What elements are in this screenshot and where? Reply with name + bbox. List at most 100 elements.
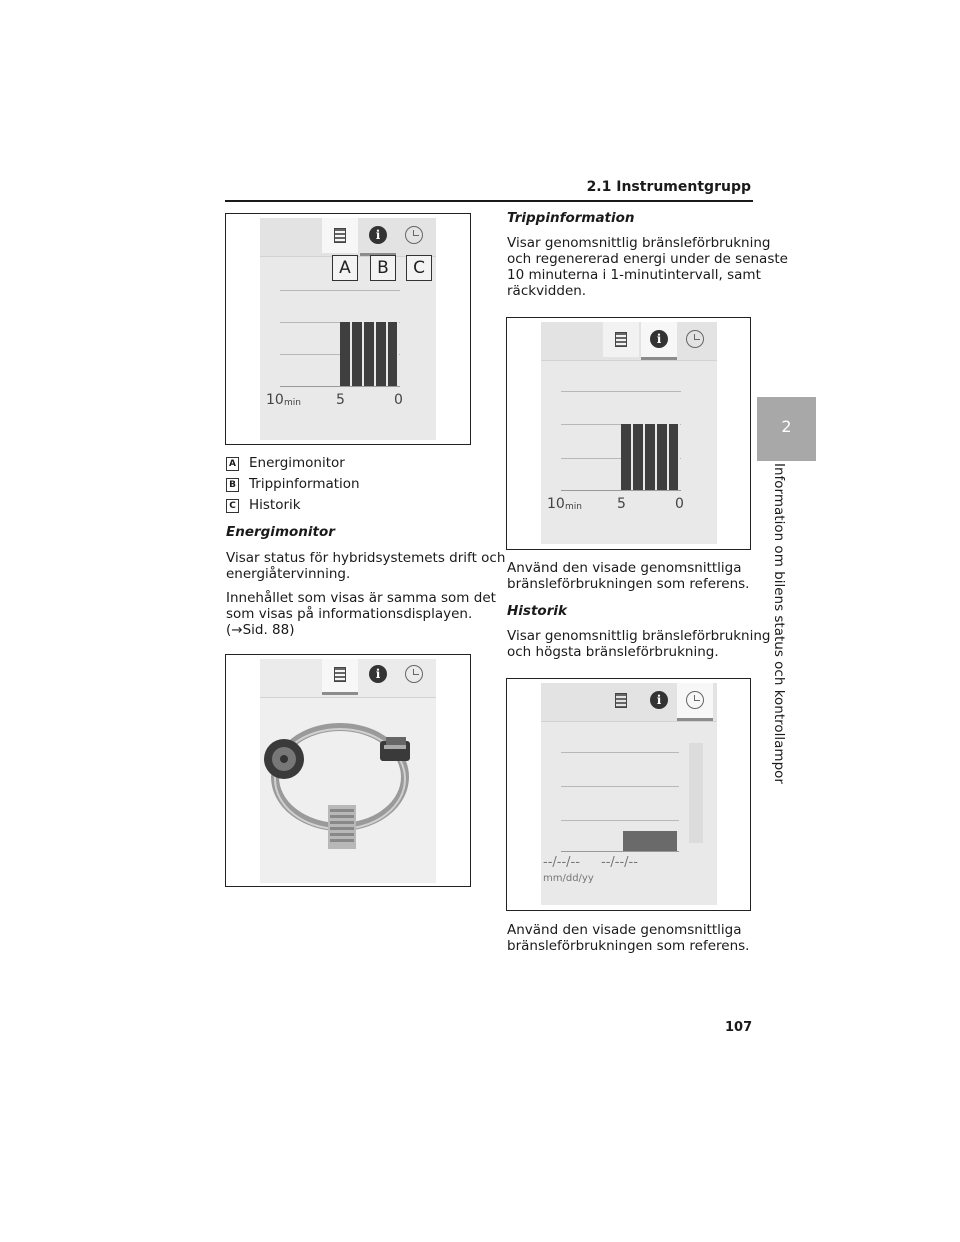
active-tab-indicator	[677, 718, 713, 721]
text-line: och högsta bränsleförbrukning.	[507, 644, 719, 660]
legend-label: Trippinformation	[249, 476, 360, 492]
callout-b: B	[370, 255, 396, 281]
chapter-number: 2	[781, 417, 792, 436]
energimonitor-text-1: Visar status för hybridsystemets drift o…	[226, 550, 505, 582]
info-icon: i	[650, 691, 668, 709]
gridline	[561, 391, 681, 392]
display-toolbar: i	[541, 322, 717, 361]
callout-a: A	[332, 255, 358, 281]
legend-letter: A	[226, 457, 239, 471]
text-line: Innehållet som visas är samma som det	[226, 590, 496, 606]
active-tab-indicator	[322, 692, 358, 695]
text-line: Använd den visade genomsnittliga	[507, 560, 742, 576]
axis-unit: min	[284, 398, 301, 408]
gridline	[561, 752, 679, 753]
clock-icon	[405, 226, 423, 244]
tab-energy-monitor[interactable]	[603, 322, 639, 357]
axis-label-right: 0	[675, 496, 684, 512]
energimonitor-heading: Energimonitor	[226, 524, 335, 540]
tab-energy-monitor[interactable]	[603, 683, 639, 718]
legend-item-a: A Energimonitor	[226, 455, 345, 471]
figure-trip-information: i 10 min 5 0	[506, 317, 751, 550]
text-line: som visas på informationsdisplayen.	[226, 606, 473, 622]
battery-icon	[328, 805, 356, 849]
page-header: 2.1 Instrumentgrupp	[225, 176, 753, 202]
page-reference: (→Sid. 88)	[226, 622, 295, 638]
legend-label: Historik	[249, 497, 301, 513]
energy-monitor-icon	[334, 228, 346, 243]
axis-baseline	[561, 490, 681, 491]
text-line: Visar status för hybridsystemets drift o…	[226, 550, 506, 566]
gridline	[561, 820, 679, 821]
date-label-2: --/--/--	[601, 855, 638, 870]
chart-bar	[340, 322, 352, 386]
callout-c: C	[406, 255, 432, 281]
figure-history: i --/--/-- --/--/-- mm/dd/yy	[506, 678, 751, 911]
tab-history[interactable]	[677, 322, 713, 357]
figure-tabs-overview: i A B C 10 min 5 0	[225, 213, 471, 445]
info-icon: i	[369, 226, 387, 244]
tab-energy-monitor[interactable]	[322, 218, 358, 253]
display-toolbar: i	[260, 218, 436, 257]
legend-label: Energimonitor	[249, 455, 345, 471]
energy-flow-diagram	[264, 723, 410, 849]
tab-trip-info[interactable]: i	[641, 683, 677, 718]
trippinformation-note: Använd den visade genomsnittliga bränsle…	[507, 560, 749, 592]
section-title: 2.1 Instrumentgrupp	[586, 179, 751, 195]
date-format-label: mm/dd/yy	[543, 873, 594, 884]
axis-label-left: 10	[547, 496, 565, 512]
chart-bar	[633, 424, 645, 490]
display-screen: i --/--/-- --/--/-- mm/dd/yy	[541, 683, 717, 905]
text-line: räckvidden.	[507, 283, 587, 299]
active-tab-indicator	[360, 253, 396, 256]
clock-icon	[686, 691, 704, 709]
chart-bar	[376, 322, 388, 386]
legend-item-c: C Historik	[226, 497, 301, 513]
chapter-label-vertical: Information om bilens status och kontrol…	[771, 463, 789, 784]
chart-bar	[657, 424, 669, 490]
text-line: och regenererad energi under de senaste	[507, 251, 788, 267]
trippinformation-heading: Trippinformation	[507, 210, 635, 226]
display-screen: i	[260, 659, 436, 883]
tab-history[interactable]	[396, 659, 432, 694]
tab-trip-info[interactable]: i	[360, 218, 396, 253]
axis-unit: min	[565, 502, 582, 512]
historik-text: Visar genomsnittlig bränsleförbrukning o…	[507, 628, 771, 660]
text-line: Använd den visade genomsnittliga	[507, 922, 742, 938]
text-line: bränsleförbrukningen som referens.	[507, 938, 750, 954]
date-label-1: --/--/--	[543, 855, 580, 870]
gridline	[561, 786, 679, 787]
axis-label-right: 0	[394, 392, 403, 408]
text-line: bränsleförbrukningen som referens.	[507, 576, 750, 592]
text-line: Visar genomsnittlig bränsleförbrukning	[507, 235, 771, 251]
wheel-icon	[264, 739, 304, 779]
text-line: Visar genomsnittlig bränsleförbrukning	[507, 628, 771, 644]
trippinformation-text: Visar genomsnittlig bränsleförbrukning o…	[507, 235, 788, 299]
energy-monitor-icon	[334, 667, 346, 682]
historik-note: Använd den visade genomsnittliga bränsle…	[507, 922, 749, 954]
chart-bar	[352, 322, 364, 386]
figure-energy-monitor: i	[225, 654, 471, 887]
page-number: 107	[725, 1020, 753, 1035]
chart-bar	[364, 322, 376, 386]
tab-history[interactable]	[396, 218, 432, 253]
text-line: energiåtervinning.	[226, 566, 351, 582]
energimonitor-text-2: Innehållet som visas är samma som det so…	[226, 590, 496, 638]
display-toolbar: i	[541, 683, 717, 722]
axis-label-left: 10	[266, 392, 284, 408]
energy-monitor-icon	[615, 693, 627, 708]
tab-energy-monitor[interactable]	[322, 659, 358, 694]
chapter-label: Information om bilens status och kontrol…	[771, 463, 787, 784]
tab-history[interactable]	[677, 683, 713, 718]
history-highlight-column	[689, 743, 703, 843]
chart-bar	[645, 424, 657, 490]
tab-trip-info[interactable]: i	[360, 659, 396, 694]
clock-icon	[686, 330, 704, 348]
chart-bar	[388, 322, 399, 386]
chart-bar	[621, 424, 633, 490]
text-line: 10 minuterna i 1-minutintervall, samt	[507, 267, 761, 283]
legend-letter: C	[226, 499, 239, 513]
tab-trip-info[interactable]: i	[641, 322, 677, 357]
info-icon: i	[369, 665, 387, 683]
